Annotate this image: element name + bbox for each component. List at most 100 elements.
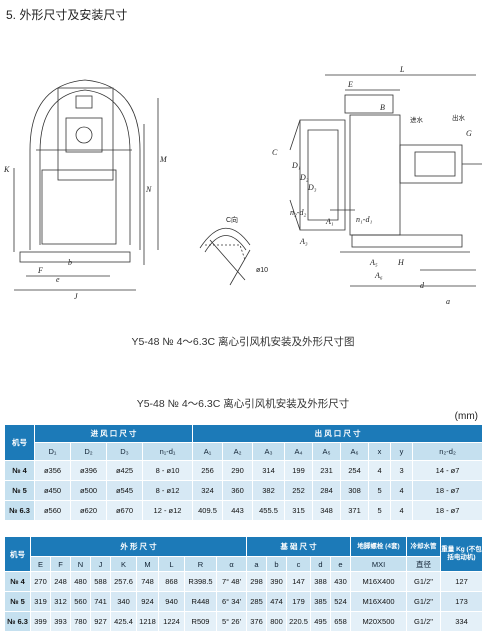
col-header: F (50, 556, 71, 572)
table-cell: 18 - ø7 (412, 500, 484, 521)
c-view-detail (199, 227, 251, 286)
table-cell: 12 - ø12 (141, 500, 194, 521)
table-cell: 290 (222, 460, 254, 481)
table-cell: 443 (222, 500, 254, 521)
table-cell: 360 (222, 480, 254, 501)
outline-header: 外 形 尺 寸 (30, 536, 247, 557)
table-cell: 18 - ø7 (412, 480, 484, 501)
table-cell: ø356 (34, 460, 71, 481)
table-cell: ø670 (106, 500, 143, 521)
label-c: H (397, 258, 405, 267)
table1-subheader-row: D₁ D₂ D₃ n₁-d₁ A₁ A₂ A₃ A₄ A₅ A₆ x y n₂-… (4, 442, 484, 461)
col-header: A₃ (252, 442, 286, 461)
table-cell: 4 (368, 460, 392, 481)
model-cell: № 4 (4, 571, 31, 592)
table-cell: 8 - ø12 (141, 480, 194, 501)
col-header: α (216, 556, 247, 572)
model-cell: № 6.3 (4, 500, 35, 521)
outlet-header: 出 风 口 尺 寸 (192, 424, 484, 443)
label-b: b (68, 258, 72, 267)
table-cell: ø396 (70, 460, 107, 481)
table-cell: 254 (340, 460, 370, 481)
table-cell: 376 (246, 611, 267, 632)
model-header: 机号 (4, 536, 31, 572)
table-cell: 868 (158, 571, 185, 592)
bolt-header: 地脚螺栓 (4套) (350, 536, 407, 557)
label-j: J (74, 292, 78, 301)
label-n: N (145, 185, 152, 194)
side-view-labels: L E B C D₁ D₂ D₃ n₂-d₂ A₁ A₃ n₁-d₁ A₅ A₆… (272, 65, 472, 306)
table-cell: G1/2" (406, 591, 441, 612)
table-cell: 8 - ø10 (141, 460, 194, 481)
table-cell: 455.5 (252, 500, 286, 521)
table-cell: ø560 (34, 500, 71, 521)
model-header: 机号 (4, 424, 35, 461)
table-cell: ø500 (70, 480, 107, 501)
label-l: L (399, 65, 405, 74)
table-cell: 231 (312, 460, 342, 481)
pipe-header: 冷却水管 (406, 536, 441, 557)
table-cell: 924 (136, 591, 159, 612)
table-cell: ø620 (70, 500, 107, 521)
col-header: y (390, 442, 414, 461)
c-view-labels: C向 ø10 (226, 215, 268, 274)
table-row: № 4 270 248 480 588 257.6 748 868 R398.5… (4, 571, 483, 592)
table-cell: 800 (266, 611, 287, 632)
col-header: b (266, 556, 287, 572)
table-cell: 940 (158, 591, 185, 612)
table-cell: 409.5 (192, 500, 224, 521)
table-cell: 1218 (136, 611, 159, 632)
table-cell: 257.6 (110, 571, 137, 592)
label-out-water: 出水 (452, 113, 466, 122)
table-cell: 495 (310, 611, 331, 632)
table-cell: R398.5 (184, 571, 217, 592)
table-cell: 199 (284, 460, 314, 481)
table-cell: 334 (440, 611, 483, 632)
table-row: № 6.3 ø560 ø620 ø670 12 - ø12 409.5 443 … (4, 500, 484, 521)
table-cell: 390 (266, 571, 287, 592)
model-cell: № 5 (4, 591, 31, 612)
table-cell: 252 (284, 480, 314, 501)
table-cell: M16X400 (350, 591, 407, 612)
label-d: d (420, 281, 425, 290)
col-header: N (70, 556, 91, 572)
label-a6: A₆ (374, 271, 383, 280)
col-header: J (90, 556, 111, 572)
table-row: № 5 ø450 ø500 ø545 8 - ø12 324 360 382 2… (4, 480, 484, 501)
table-cell: 560 (70, 591, 91, 612)
col-header: R (184, 556, 217, 572)
label-k: K (3, 165, 10, 174)
table-cell: 393 (50, 611, 71, 632)
table-row: № 4 ø356 ø396 ø425 8 - ø10 256 290 314 1… (4, 460, 484, 481)
fan-outline-drawing: N M K F b e J C向 ø10 L (3, 65, 482, 306)
table-cell: 324 (192, 480, 224, 501)
col-header: D₂ (70, 442, 107, 461)
label-c-view: C向 (226, 215, 238, 224)
label-b-side: B (380, 103, 385, 112)
model-cell: № 6.3 (4, 611, 31, 632)
table-cell: 298 (246, 571, 267, 592)
col-header: A₅ (312, 442, 342, 461)
table-cell: 308 (340, 480, 370, 501)
label-c-out: C (272, 148, 278, 157)
table-cell: 319 (30, 591, 51, 612)
table-cell: 425.4 (110, 611, 137, 632)
label-in-water: 进水 (410, 115, 424, 124)
table-cell: 7° 48' (216, 571, 247, 592)
table2-subheader-row: E F N J K M L R α a b c d e MXI 直径 (4, 556, 483, 572)
table-cell: G1/2" (406, 611, 441, 632)
figure-caption: Y5-48 № 4～6.3C 离心引风机安装及外形尺寸图 (131, 336, 355, 348)
col-header: MXI (350, 556, 407, 572)
label-e-side: E (347, 80, 353, 89)
label-f: F (37, 266, 43, 275)
col-header: a (246, 556, 267, 572)
col-header: c (286, 556, 311, 572)
col-header: A₄ (284, 442, 314, 461)
table-cell: ø425 (106, 460, 143, 481)
table-cell: 371 (340, 500, 370, 521)
weight-header: 重量 Kg (不包括电动机) (440, 536, 483, 572)
table-cell: 927 (90, 611, 111, 632)
label-m: M (159, 155, 168, 164)
table-cell: 4 (390, 480, 414, 501)
table-cell: 5 (368, 480, 392, 501)
